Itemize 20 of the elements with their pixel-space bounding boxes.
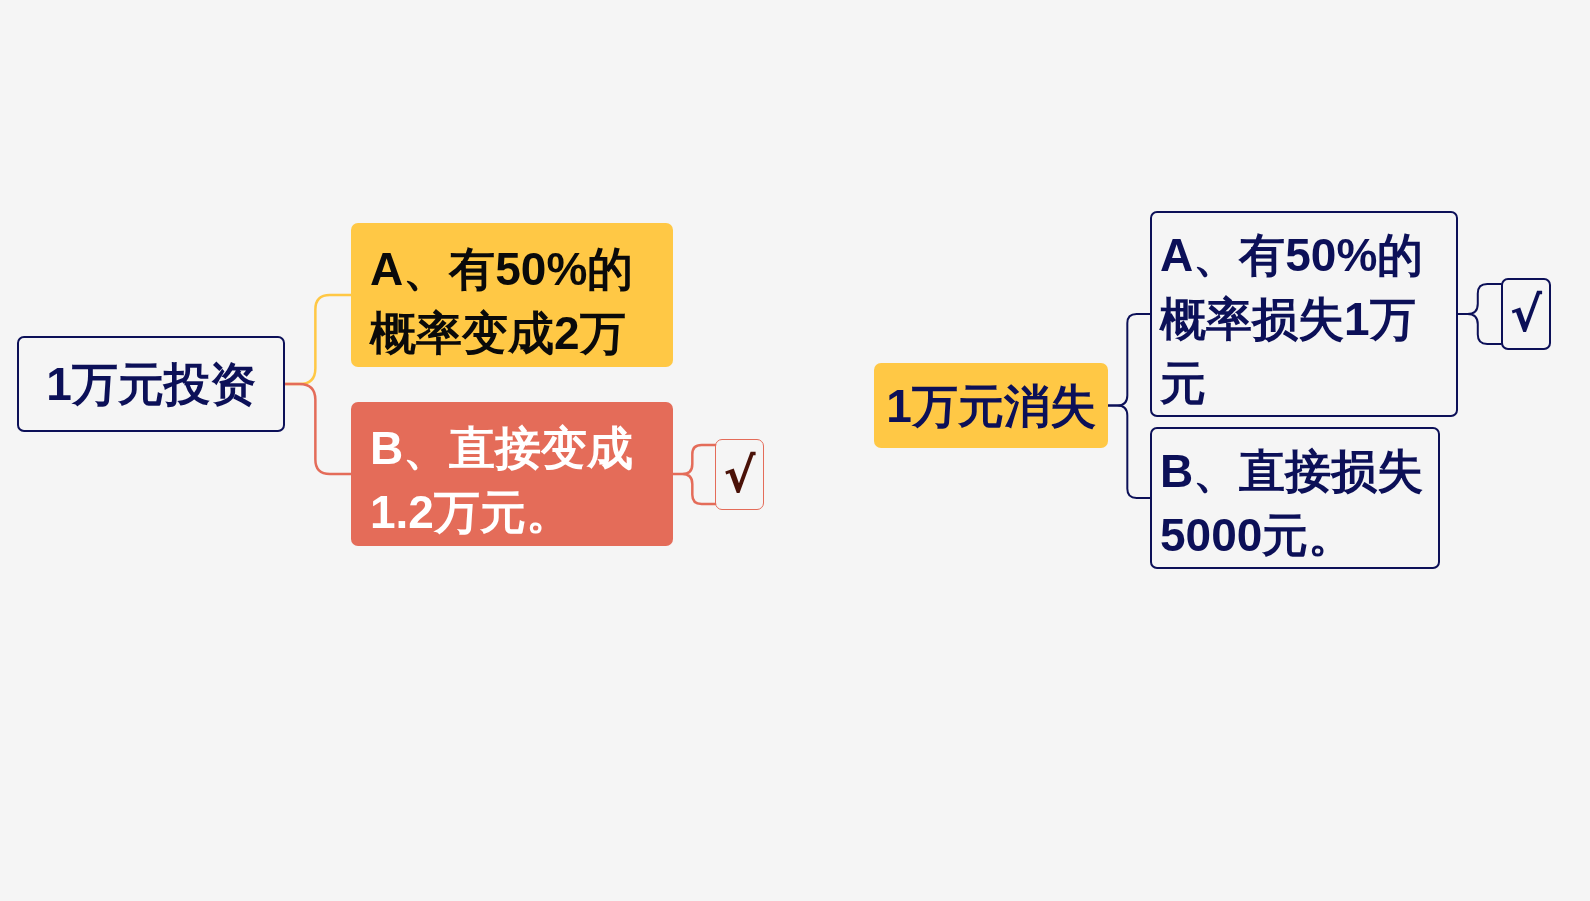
topic-text: A、有50%的概率变成2万 [370, 242, 635, 361]
topic-box [1150, 211, 1458, 417]
topic-box [351, 402, 673, 546]
brace-connector [283, 382, 353, 476]
topic-box [874, 363, 1108, 448]
topic-box [17, 336, 285, 432]
check-mark: √ [1510, 286, 1542, 342]
check-mark: √ [723, 446, 756, 503]
topic-box [351, 223, 673, 367]
topic-text: A、有50%的概率损失1万元 [1160, 228, 1425, 411]
topic-text: B、直接变成1.2万元。 [370, 421, 635, 540]
brace-connector [1107, 404, 1151, 499]
brace-connector [1457, 283, 1502, 345]
check-mark-box [715, 439, 764, 510]
topic-text: B、直接损失5000元。 [1160, 444, 1425, 563]
brace-connector [671, 443, 717, 506]
topic-box [1150, 427, 1440, 569]
topic-text: 1万元投资 [46, 357, 256, 412]
check-mark-box [1501, 278, 1551, 350]
topic-text: 1万元消失 [886, 378, 1096, 434]
